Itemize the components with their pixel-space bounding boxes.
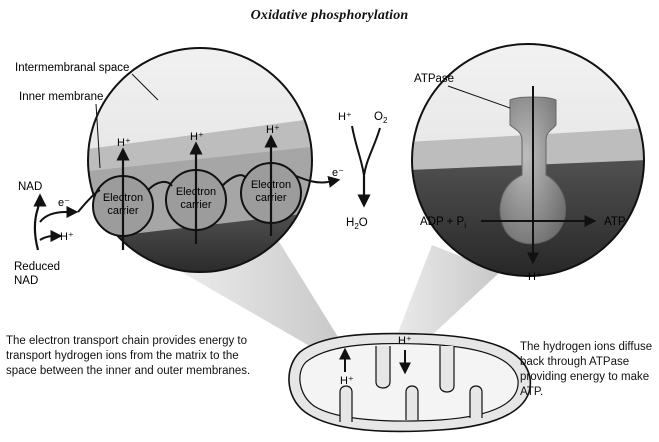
- inner-membrane-label: Inner membrane: [19, 91, 103, 103]
- diagram-title: Oxidative phosphorylation: [250, 8, 409, 23]
- nad-electron-label: e⁻: [58, 197, 70, 209]
- electron-transport-zoom: [88, 48, 312, 272]
- nad-label: NAD: [18, 181, 42, 193]
- atpase-h-plus: H⁺: [528, 271, 542, 283]
- intermembrane-space-leader: [131, 73, 159, 101]
- atpase-caption: The hydrogen ions diffuse back through A…: [520, 341, 653, 398]
- mito-h-plus-left: H⁺: [340, 375, 354, 387]
- reduced-nad-label: NAD: [14, 275, 38, 287]
- h-plus-carrier-2: H⁺: [190, 131, 204, 143]
- electron-exit-label: e⁻: [332, 167, 344, 179]
- atp-label: ATP: [604, 216, 626, 228]
- adp-label: ADP + Pi: [420, 216, 466, 230]
- electron-transport-circle-border: [87, 47, 313, 273]
- zoom-cone-right: [392, 245, 500, 350]
- atpase-label: ATPase: [414, 73, 454, 85]
- atpase-zoom: [412, 44, 644, 276]
- nad-h-plus-label: H⁺: [60, 231, 74, 243]
- reduced-label: Reduced: [14, 261, 60, 273]
- oxygen-reaction: H⁺ O2 H2O: [338, 111, 388, 231]
- inner-membrane-leader: [95, 103, 101, 169]
- h-plus-carrier-3: H⁺: [266, 124, 280, 136]
- proton-pump-arrows: [116, 134, 278, 250]
- atpase-leader: [447, 85, 511, 109]
- mito-h-plus-right: H⁺: [398, 335, 412, 347]
- oxygen-label: O2: [374, 111, 388, 125]
- atpase-circle-border: [411, 43, 645, 277]
- intermembrane-space-label: Intermembranal space: [15, 62, 129, 74]
- mitochondrion: H⁺ H⁺: [288, 332, 532, 433]
- electron-flow-path: [77, 174, 329, 213]
- water-label: H2O: [346, 217, 368, 231]
- oxygen-h-plus: H⁺: [338, 111, 352, 123]
- nad-reduction: [33, 193, 79, 251]
- h-plus-carrier-1: H⁺: [117, 137, 131, 149]
- electron-transport-caption: The electron transport chain provides en…: [6, 335, 251, 377]
